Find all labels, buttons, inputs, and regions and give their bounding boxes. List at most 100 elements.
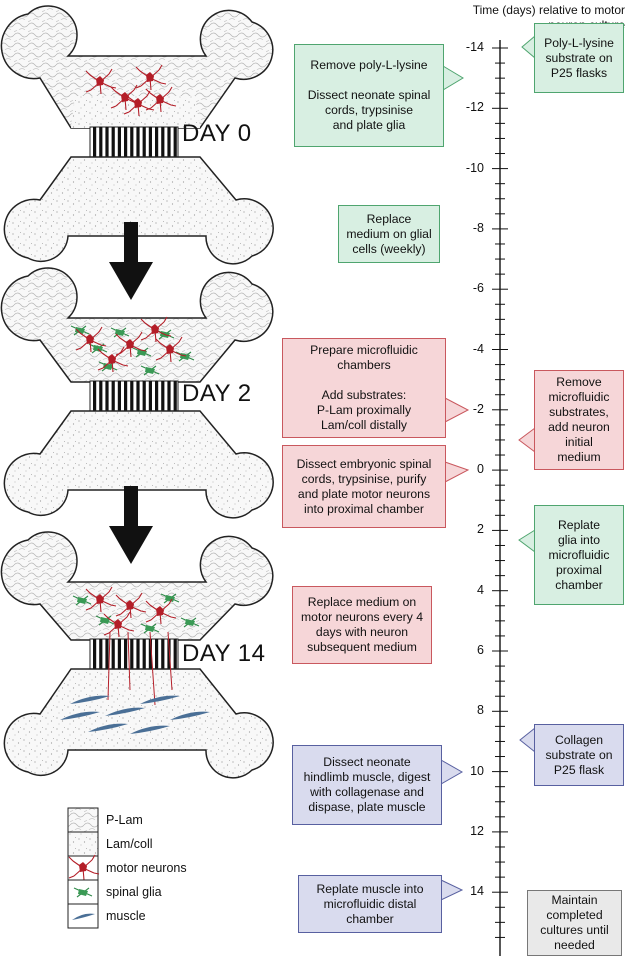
tick-label: -4 <box>472 341 484 356</box>
step-dissect-embryonic: Dissect embryonic spinal cords, trypsini… <box>282 445 446 528</box>
step-replate-glia: Replate glia into microfluidic proximal … <box>534 505 624 605</box>
microgroove <box>99 639 103 669</box>
microgroove <box>161 127 165 157</box>
tick-label: 10 <box>470 763 484 778</box>
microgroove <box>161 639 165 669</box>
step-replate-muscle: Replate muscle into microfluidic distal … <box>298 875 442 933</box>
microgroove <box>136 639 140 669</box>
microgroove <box>117 639 121 669</box>
innervation-cluster <box>60 586 210 734</box>
microgroove <box>142 127 146 157</box>
microgroove <box>93 381 97 411</box>
microgroove <box>155 127 159 157</box>
timeline-axis-title-line1: Time (days) relative to motor <box>472 3 625 17</box>
tick-label: 8 <box>477 703 484 718</box>
microgroove <box>155 381 159 411</box>
tick-label: -10 <box>465 160 484 175</box>
chamber-top-compartment <box>0 5 274 129</box>
tick-label: 14 <box>470 884 484 899</box>
microgroove <box>130 127 134 157</box>
step-text: Poly-L-lysine substrate on P25 flasks <box>544 35 614 80</box>
step-text: Dissect embryonic spinal cords, trypsini… <box>296 456 432 516</box>
microgroove <box>117 381 121 411</box>
microgroove <box>124 127 128 157</box>
tick-label: 6 <box>477 643 484 657</box>
step-text: Maintain completed cultures until needed <box>540 893 609 952</box>
legend <box>67 807 100 929</box>
microgroove <box>117 127 121 157</box>
tick-label: -14 <box>465 40 484 54</box>
microgroove <box>111 127 115 157</box>
step-replace-motor-medium: Replace medium on motor neurons every 4 … <box>292 586 432 664</box>
callout-pointer <box>519 726 536 754</box>
microgroove <box>105 381 109 411</box>
stage-arrow-2 <box>109 486 153 564</box>
microgroove <box>148 127 152 157</box>
timeline-axis <box>492 40 508 956</box>
microgroove <box>161 381 165 411</box>
microgroove <box>173 127 177 157</box>
step-text: Collagen substrate on P25 flask <box>545 732 613 777</box>
microgroove <box>130 381 134 411</box>
tick-label: -8 <box>472 220 484 235</box>
callout-pointer <box>518 529 536 553</box>
microgroove <box>173 639 177 669</box>
microgroove <box>167 639 171 669</box>
chamber-day2 <box>0 267 274 519</box>
step-text: Replate muscle into microfluidic distal … <box>316 881 424 926</box>
microgroove <box>167 127 171 157</box>
microgroove <box>124 381 128 411</box>
microgroove <box>136 381 140 411</box>
tick-label: 2 <box>477 522 484 537</box>
step-maintain-cultures: Maintain completed cultures until needed <box>527 890 622 956</box>
microgroove <box>173 381 177 411</box>
tick-label: -2 <box>472 401 484 416</box>
microgroove <box>155 639 159 669</box>
step-text: Dissect neonate hindlimb muscle, digest … <box>303 755 431 814</box>
microgroove <box>99 381 103 411</box>
tick-label: -12 <box>465 100 484 115</box>
legend-swatch-lam-coll <box>67 831 99 857</box>
legend-label-muscle: muscle <box>106 909 146 923</box>
chamber-day14 <box>0 531 274 779</box>
microgroove <box>93 127 97 157</box>
callout-pointer <box>442 65 464 91</box>
step-text: Remove poly-L-lysine Dissect neonate spi… <box>307 58 431 132</box>
microgroove <box>142 381 146 411</box>
tick-label: 12 <box>470 823 484 838</box>
step-text: Remove microfluidic substrates, add neur… <box>548 375 610 464</box>
microgroove <box>93 639 97 669</box>
chamber-bottom-compartment <box>3 156 274 265</box>
microgroove <box>130 639 134 669</box>
microgroove <box>136 127 140 157</box>
legend-label-spinal-glia: spinal glia <box>106 885 162 899</box>
legend-label-lam-coll: Lam/coll <box>106 837 153 851</box>
microgroove <box>167 381 171 411</box>
microgroove <box>124 639 128 669</box>
step-remove-substrates: Remove microfluidic substrates, add neur… <box>534 370 624 470</box>
microgroove <box>111 381 115 411</box>
legend-label-motor-neurons: motor neurons <box>106 861 187 875</box>
step-collagen-substrate: Collagen substrate on P25 flask <box>534 724 624 786</box>
microgroove <box>111 639 115 669</box>
step-text: Replate glia into microfluidic proximal … <box>548 517 610 592</box>
stage-label-day14: DAY 14 <box>182 640 266 667</box>
step-pll-substrate: Poly-L-lysine substrate on P25 flasks <box>534 23 624 93</box>
tick-label: -6 <box>472 281 484 296</box>
microgroove <box>148 639 152 669</box>
chamber-day0 <box>0 5 274 265</box>
microgroove <box>105 127 109 157</box>
microgroove <box>99 127 103 157</box>
step-dissect-muscle: Dissect neonate hindlimb muscle, digest … <box>292 745 442 825</box>
step-prepare-chambers: Prepare microfluidic chambers Add substr… <box>282 338 446 438</box>
step-text: Replace medium on motor neurons every 4 … <box>301 595 423 654</box>
microgroove <box>142 639 146 669</box>
legend-swatch-p-lam <box>67 807 99 833</box>
microgroove <box>148 381 152 411</box>
step-text: Replace medium on glial cells (weekly) <box>346 211 432 256</box>
tick-label: 0 <box>477 462 484 477</box>
step-remove-poly-l-lysine: Remove poly-L-lysine Dissect neonate spi… <box>294 44 444 147</box>
microgroove <box>105 639 109 669</box>
microgrooves <box>89 126 179 158</box>
